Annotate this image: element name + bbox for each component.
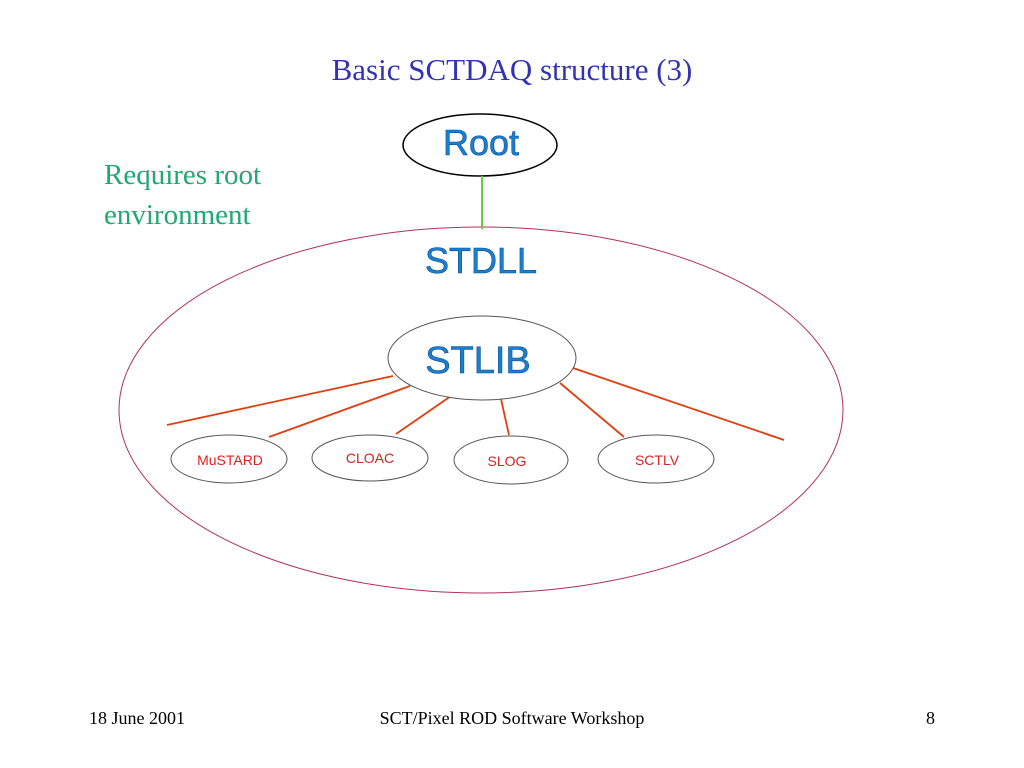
stlib-label: STLIB [425,340,531,382]
connector-sctlv [559,382,625,438]
module-sctlv-label: SCTLV [635,452,680,468]
module-slog-label: SLOG [488,453,527,469]
stdll-label: STDLL [425,240,537,281]
note-line-2: environment [104,199,251,231]
connector-cloac [395,395,452,435]
slide-title: Basic SCTDAQ structure (3) [331,52,693,87]
root-environment-ellipse [118,226,844,594]
footer-page-number: 8 [926,708,935,728]
stlib-node [387,315,577,401]
root-label: Root [443,122,519,163]
module-sctlv-ellipse [597,434,715,484]
connector-right-edge [572,367,785,441]
root-node [402,113,558,177]
stlib-connectors [166,367,785,441]
connector-slog [500,398,510,436]
footer-event: SCT/Pixel ROD Software Workshop [379,708,645,728]
module-mustard-ellipse [170,434,288,484]
module-cloac-label: CLOAC [346,450,394,466]
connector-left-edge [166,375,394,426]
connector-mustard [268,385,411,438]
requires-root-note: Requires root environment [104,155,261,235]
footer-date: 18 June 2001 [89,708,185,728]
module-sctlv: SCTLV [597,434,715,484]
module-mustard-label: MuSTARD [197,452,263,468]
note-line-1: Requires root [104,159,262,191]
module-cloac-ellipse [311,434,429,482]
module-slog-ellipse [453,435,569,485]
module-mustard: MuSTARD [170,434,288,484]
module-slog: SLOG [453,435,569,485]
module-cloac: CLOAC [311,434,429,482]
